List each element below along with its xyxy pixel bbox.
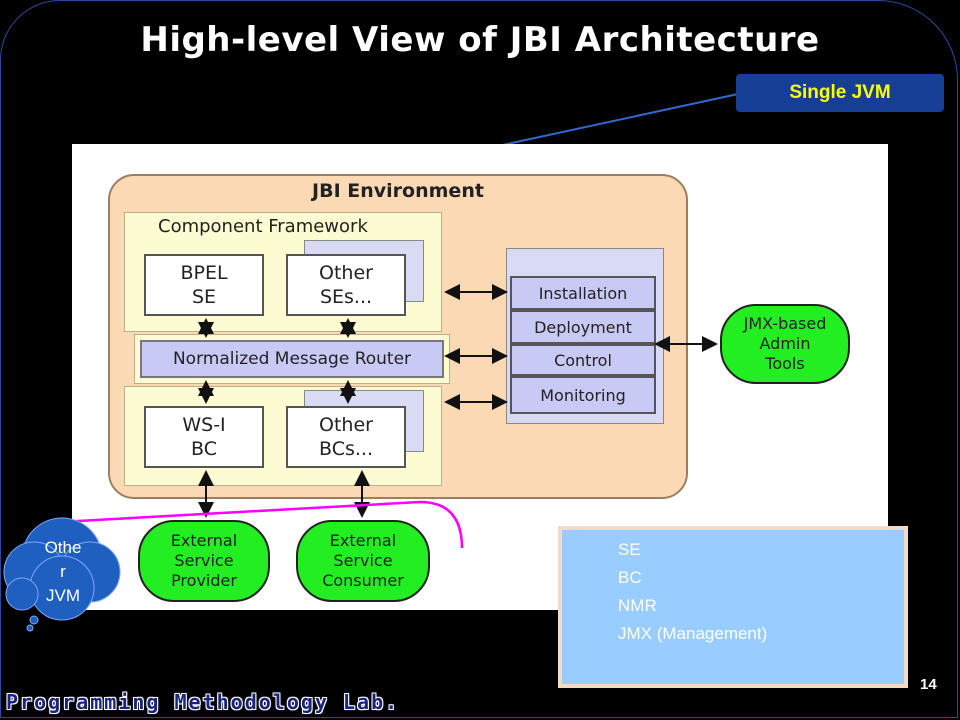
other-ses-line2: SEs... (319, 286, 373, 308)
deployment-label: Deployment (534, 317, 632, 337)
external-service-provider: External Service Provider (138, 520, 270, 602)
jbi-environment-label: JBI Environment (312, 180, 484, 202)
bpel-se-box: BPEL SE (144, 254, 264, 316)
diagram-arrows (198, 284, 718, 518)
admin-tools-line2: Admin (759, 334, 811, 353)
legend-item-bc: BC (618, 568, 642, 587)
other-bcs-line1: Other (319, 414, 373, 436)
legend-item-nmr: NMR (618, 596, 657, 615)
legend-item-se: SE (618, 540, 641, 559)
legend-item-jmx: JMX (Management) (618, 624, 768, 643)
other-ses-line1: Other (319, 262, 373, 284)
wsi-bc-line1: WS-I (182, 414, 226, 436)
control-box: Control (510, 344, 656, 376)
legend-box: SE BC NMR JMX (Management) (558, 526, 908, 688)
monitoring-label: Monitoring (540, 385, 626, 405)
other-jvm-line1: Othe (44, 538, 82, 557)
monitoring-box: Monitoring (510, 376, 656, 414)
bpel-se-line1: BPEL (180, 262, 228, 284)
external-service-consumer: External Service Consumer (296, 520, 430, 602)
other-ses-box: Other SEs... (286, 254, 406, 316)
installation-label: Installation (538, 283, 628, 303)
consumer-line2: Service (333, 551, 393, 570)
provider-line2: Service (174, 551, 234, 570)
nmr-label: Normalized Message Router (172, 349, 412, 369)
wsi-bc-box: WS-I BC (144, 406, 264, 468)
bpel-se-line2: SE (191, 286, 217, 308)
other-bcs-box: Other BCs... (286, 406, 406, 468)
other-jvm-line3: JVM (46, 586, 80, 605)
admin-tools-line1: JMX-based (743, 314, 827, 333)
component-framework-label: Component Framework (158, 216, 368, 237)
other-bcs-line2: BCs... (319, 438, 373, 460)
other-jvm-cloud (3, 517, 121, 632)
other-jvm-label: Othe r JVM (20, 536, 106, 608)
slide-title: High-level View of JBI Architecture (140, 20, 820, 60)
provider-line1: External (170, 531, 238, 550)
consumer-line1: External (329, 531, 397, 550)
admin-tools-line3: Tools (765, 354, 805, 373)
provider-line3: Provider (171, 571, 237, 590)
lab-name: Programming Methodology Lab. (6, 690, 400, 714)
wsi-bc-line2: BC (191, 438, 217, 460)
page-number: 14 (920, 676, 937, 693)
control-label: Control (554, 350, 612, 370)
installation-box: Installation (510, 276, 656, 310)
normalized-message-router: Normalized Message Router (140, 340, 444, 378)
jmx-admin-tools: JMX-based Admin Tools (720, 304, 850, 384)
single-jvm-callout: Single JVM (736, 74, 944, 112)
deployment-box: Deployment (510, 310, 656, 344)
other-jvm-line2: r (60, 562, 66, 581)
consumer-line3: Consumer (322, 571, 404, 590)
